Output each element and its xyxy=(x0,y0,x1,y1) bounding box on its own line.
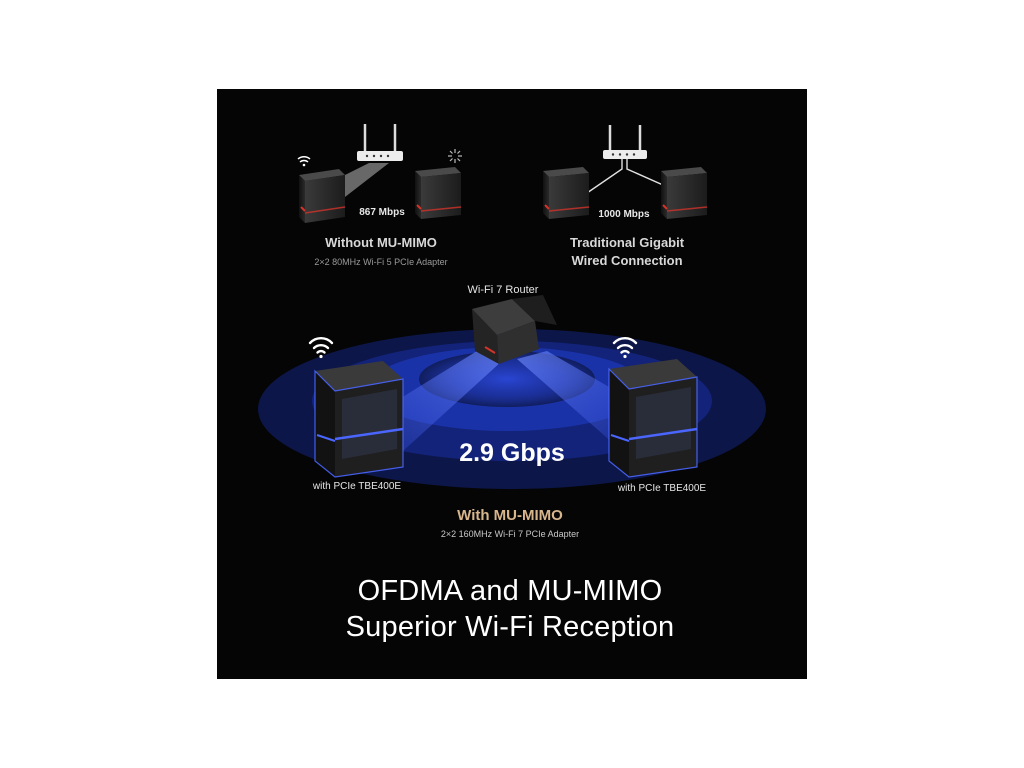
pc-tower-icon xyxy=(314,361,404,478)
illustration xyxy=(258,124,766,489)
left-pc-label: with PCIe TBE400E xyxy=(312,481,402,492)
mu-mimo-scene xyxy=(258,295,766,489)
top-right-title-line2: Wired Connection xyxy=(571,253,683,268)
right-pc-label: with PCIe TBE400E xyxy=(617,483,707,494)
wifi-icon xyxy=(297,155,311,167)
top-left-scene xyxy=(297,124,462,223)
wifi-icon xyxy=(612,337,638,359)
ethernet-cable-icon xyxy=(586,159,673,194)
pc-tower-icon xyxy=(608,359,698,478)
top-left-speed: 867 Mbps xyxy=(359,207,405,218)
pc-tower-icon xyxy=(299,169,346,223)
pc-tower-icon xyxy=(661,167,708,219)
pc-tower-icon xyxy=(415,167,462,219)
headline: OFDMA and MU-MIMO Superior Wi-Fi Recepti… xyxy=(346,573,675,645)
main-speed: 2.9 Gbps xyxy=(459,439,565,467)
infographic-panel: 867 Mbps Without MU-MIMO 2×2 80MHz Wi-Fi… xyxy=(217,89,807,679)
mu-mimo-subtitle: 2×2 160MHz Wi-Fi 7 PCIe Adapter xyxy=(440,529,580,539)
headline-line2: Superior Wi-Fi Reception xyxy=(345,611,675,643)
loading-spinner-icon xyxy=(448,149,462,163)
top-right-speed: 1000 Mbps xyxy=(598,209,650,220)
wifi-icon xyxy=(308,337,334,359)
top-right-scene xyxy=(543,125,708,219)
router-icon xyxy=(603,125,647,159)
top-left-subtitle: 2×2 80MHz Wi-Fi 5 PCIe Adapter xyxy=(314,257,448,267)
router-icon xyxy=(357,124,403,161)
top-left-title: Without MU-MIMO xyxy=(325,235,437,250)
headline-line1: OFDMA and MU-MIMO xyxy=(357,575,663,607)
wifi7-router-icon xyxy=(472,295,557,364)
router-label: Wi-Fi 7 Router xyxy=(467,284,539,296)
pc-tower-icon xyxy=(543,167,590,219)
mu-mimo-title: With MU-MIMO xyxy=(457,507,563,524)
top-right-title-line1: Traditional Gigabit xyxy=(569,235,685,250)
